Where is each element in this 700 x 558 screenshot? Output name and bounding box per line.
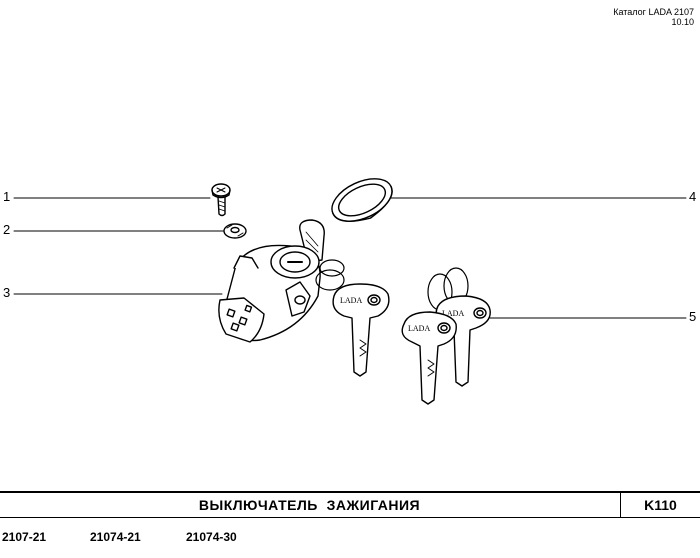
catalog-header: Каталог LADA 2107 10.10 (613, 7, 694, 27)
part-title: ВЫКЛЮЧАТЕЛЬ ЗАЖИГАНИЯ (198, 497, 421, 513)
model-item: 21074-30 (186, 530, 237, 544)
parts-drawing: LADA LADA LADA (13, 178, 687, 405)
decorative-ring (331, 178, 393, 222)
catalog-date: 10.10 (671, 17, 694, 27)
key-pair: LADA LADA (401, 267, 491, 405)
footer-bottom-divider (0, 517, 700, 518)
model-item: 2107-21 (2, 530, 47, 544)
catalog-title: Каталог LADA 2107 (613, 7, 694, 17)
leader-lines (13, 197, 687, 319)
model-item: 21074-21 (90, 530, 141, 544)
key-single: LADA (332, 283, 390, 377)
footer-divider (0, 491, 700, 493)
callout-5: 5 (689, 309, 697, 324)
footer-separator (620, 493, 621, 517)
key-brand-text-3: LADA (408, 324, 430, 333)
part-code: K110 (644, 497, 677, 513)
callout-4: 4 (689, 189, 697, 204)
key-brand-text-1: LADA (340, 296, 362, 305)
key-brand-text-2: LADA (442, 309, 464, 318)
callout-1: 1 (3, 189, 11, 204)
callout-3: 3 (3, 285, 11, 300)
lock-washer (223, 223, 247, 239)
screw (211, 183, 231, 217)
callout-2: 2 (3, 222, 11, 237)
ignition-switch (218, 219, 345, 343)
